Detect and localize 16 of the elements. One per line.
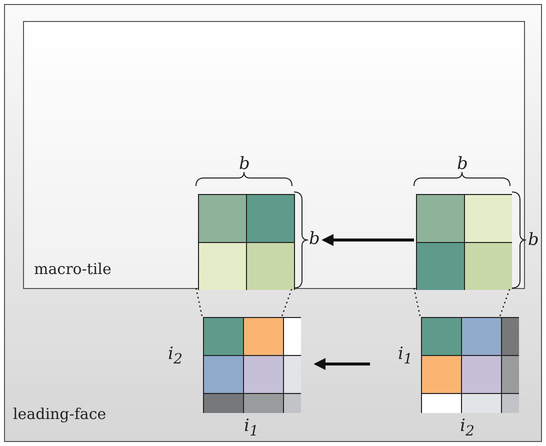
inner-panel: [23, 21, 525, 289]
panel-label: macro-tile: [34, 260, 112, 278]
dimension-label: b: [309, 231, 320, 248]
dimension-label: i$_{1}$: [244, 418, 258, 439]
dimension-label: b: [528, 232, 539, 249]
dimension-label: b: [457, 156, 468, 173]
dimension-label: i$_{2}$: [168, 346, 182, 367]
projection-line: [195, 287, 293, 317]
dimension-label: b: [239, 156, 250, 173]
arrow: [314, 358, 370, 370]
outer-panel: [4, 4, 542, 442]
dimension-label: i$_{2}$: [460, 418, 474, 439]
panel-label: leading-face: [13, 405, 106, 423]
projection-line: [413, 287, 511, 317]
arrow: [322, 234, 414, 246]
dimension-label: i$_{1}$: [398, 346, 412, 367]
